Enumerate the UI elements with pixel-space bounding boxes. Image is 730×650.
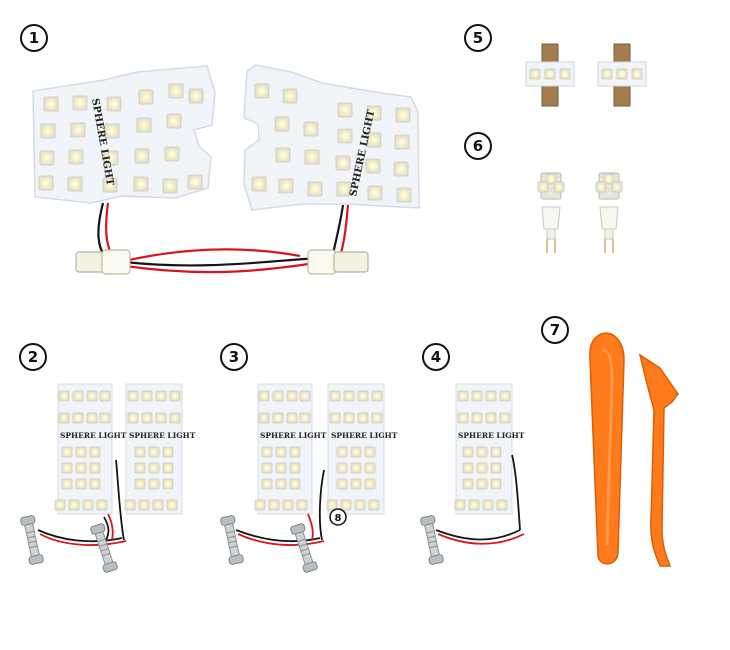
badge-4: 4: [422, 343, 450, 371]
item-1-left-panel: SPHERE LIGHT: [32, 65, 216, 204]
item-4-print: SPHERE LIGHT: [458, 431, 525, 440]
item-1-right-panel: SPHERE LIGHT: [243, 64, 420, 211]
item-1-wires: [97, 202, 350, 274]
item-2-print-b: SPHERE LIGHT: [129, 431, 196, 440]
item-3-panels: SPHERE LIGHT SPHERE LIGHT 8: [219, 383, 398, 574]
badge-6: 6: [464, 132, 492, 160]
item-1-wedge-sockets: [75, 249, 369, 275]
badge-5: 5: [464, 24, 492, 52]
badge-1: 1: [20, 24, 48, 52]
item-6-bulbs: [537, 172, 623, 253]
item-5-boards: [525, 43, 647, 107]
badge-2: 2: [19, 343, 47, 371]
item-3-print-b: SPHERE LIGHT: [331, 431, 398, 440]
item-7-pry-tools: [589, 332, 679, 567]
item-3-print-a: SPHERE LIGHT: [260, 431, 327, 440]
item-4-panel: SPHERE LIGHT: [419, 383, 525, 566]
item-2-print-a: SPHERE LIGHT: [60, 431, 127, 440]
badge-7: 7: [541, 316, 569, 344]
item-2-panels: SPHERE LIGHT SPHERE LIGHT: [19, 383, 196, 574]
stray-badge: [329, 508, 347, 526]
badge-3: 3: [220, 343, 248, 371]
stray-mark: 8: [335, 513, 342, 524]
